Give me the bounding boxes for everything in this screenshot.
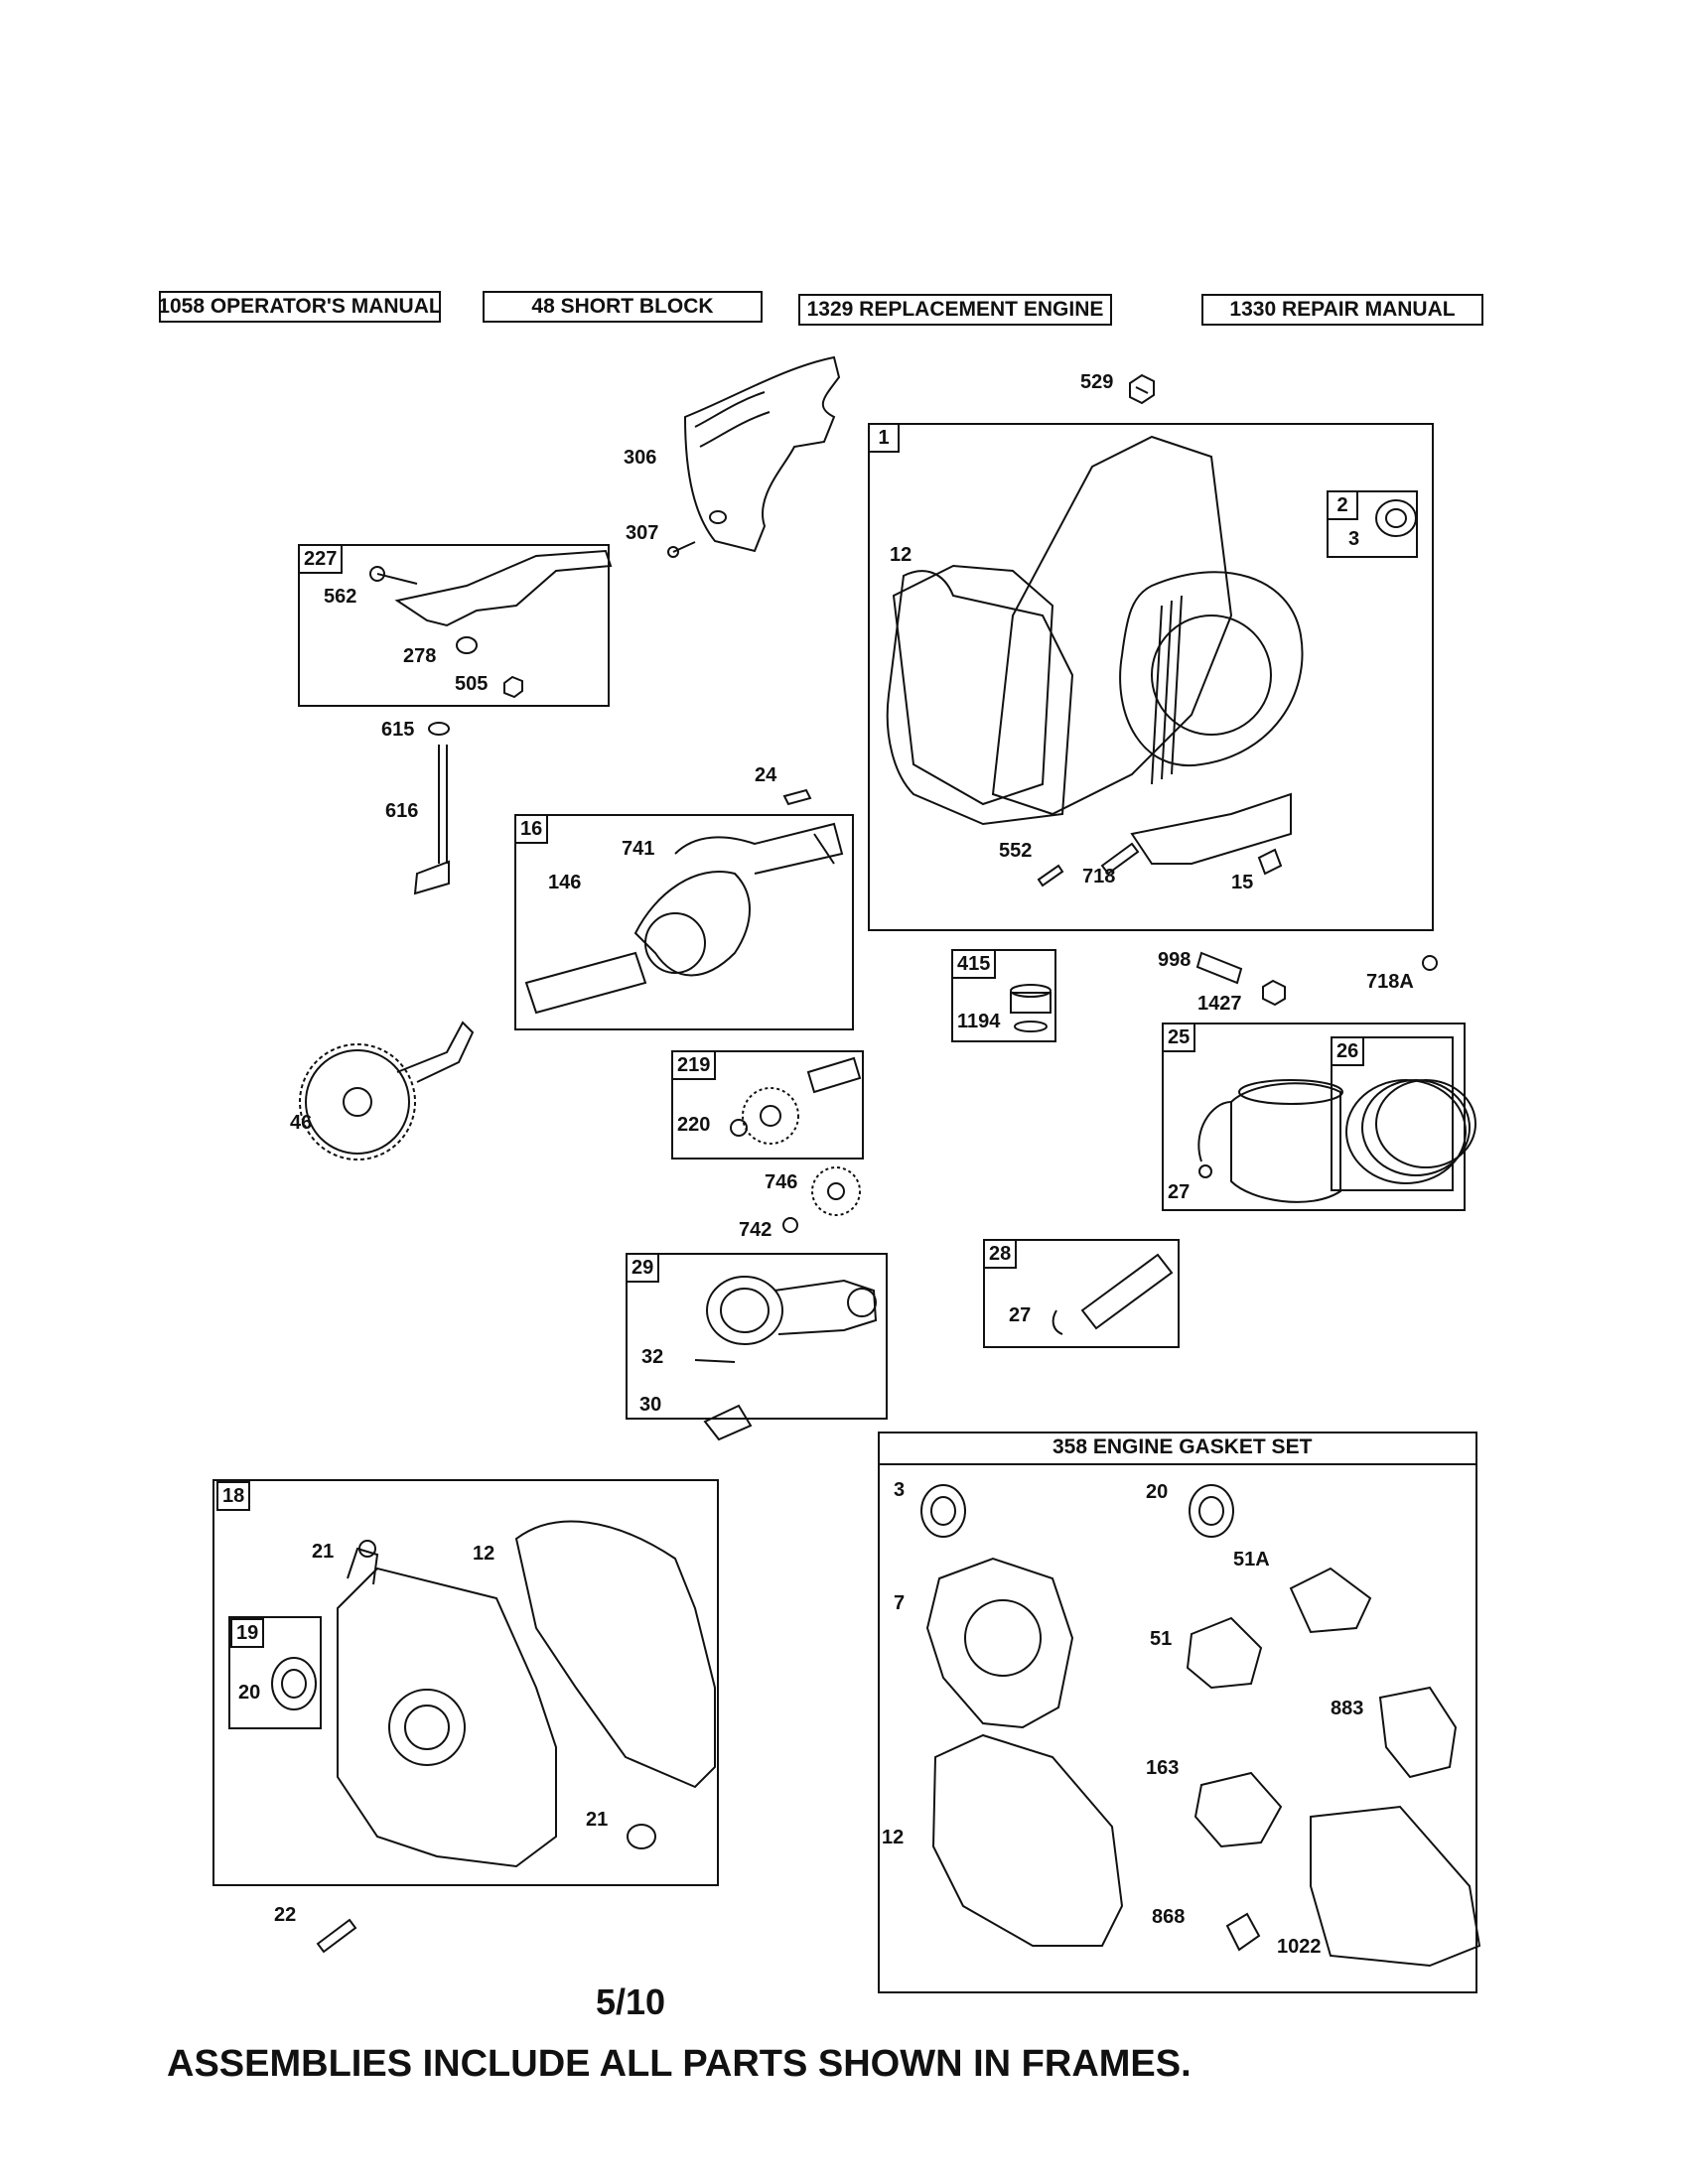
camshaft-gear-drawing [299,1021,475,1160]
part-21-top-label: 21 [312,1541,335,1563]
part-998-label: 998 [1158,949,1192,971]
part-12-label: 12 [890,544,912,566]
part-616-label: 616 [385,800,419,822]
frame-415-tag[interactable]: 415 [951,949,997,979]
part-21-bottom-label: 21 [586,1809,609,1831]
part-32-label: 32 [641,1346,664,1368]
governor-lever-drawing [369,549,613,699]
part-552-label: 552 [999,840,1033,862]
gasket-part-12-label: 12 [882,1827,905,1848]
shield-306-drawing [683,355,841,553]
frame-18-tag[interactable]: 18 [216,1481,251,1511]
frame-227 [298,544,610,707]
part-746-label: 746 [765,1171,798,1193]
part-24-label: 24 [755,764,777,786]
frame-28 [983,1239,1180,1348]
oil-seal-19-drawing [271,1657,317,1710]
frame-16-tag[interactable]: 16 [514,814,549,844]
frame-358-title-bar [878,1432,1477,1465]
part-529-label: 529 [1080,371,1114,393]
frame-19 [228,1616,322,1729]
short-block-button[interactable]: 48 SHORT BLOCK [483,291,763,323]
piston-drawing [1197,1079,1343,1203]
frame-25 [1162,1023,1466,1211]
footer-note: ASSEMBLIES INCLUDE ALL PARTS SHOWN IN FR… [167,2043,1192,2085]
part-562-label: 562 [324,586,357,608]
part-306-label: 306 [624,447,657,469]
frame-1-tag[interactable]: 1 [868,423,900,453]
crankcase-cover-drawing [316,1520,716,1954]
frame-29-tag[interactable]: 29 [626,1253,660,1283]
fittings-drawing [1195,951,1438,1007]
part-20-seal-label: 20 [238,1682,261,1704]
part-12-gasket-label: 12 [473,1543,495,1565]
governor-shaft-drawing [413,722,450,895]
gasket-part-7-label: 7 [894,1592,906,1614]
frame-28-tag[interactable]: 28 [983,1239,1018,1269]
gasket-set-title[interactable]: 358 ENGINE GASKET SET [1052,1435,1313,1458]
part-718-label: 718 [1082,866,1116,887]
gasket-part-163-label: 163 [1146,1757,1180,1779]
frame-219-tag[interactable]: 219 [671,1050,717,1080]
part-742-label: 742 [739,1219,772,1241]
gasket-part-51a-label: 51A [1233,1549,1270,1570]
frame-358 [878,1432,1477,1993]
frame-2 [1327,490,1418,558]
connecting-rod-drawing [694,1276,878,1441]
nut-529-drawing [1129,373,1155,405]
repair-manual-button[interactable]: 1330 REPAIR MANUAL [1201,294,1483,326]
piston-rings-drawing [1345,1079,1476,1184]
key-24-drawing [782,788,812,806]
balance-gear-drawing [730,1056,862,1233]
frame-1 [868,423,1434,931]
part-22-label: 22 [274,1904,297,1926]
frame-415 [951,949,1056,1042]
operators-manual-button[interactable]: 1058 OPERATOR'S MANUAL [158,291,442,323]
frame-18 [212,1479,719,1886]
piston-pin-drawing [1052,1253,1174,1335]
part-46-label: 46 [290,1112,313,1134]
part-146-label: 146 [548,872,582,893]
gasket-part-868-label: 868 [1152,1906,1186,1928]
part-1427-label: 1427 [1197,993,1242,1015]
gasket-part-3-label: 3 [894,1479,906,1501]
frame-227-tag[interactable]: 227 [298,544,344,574]
part-505-label: 505 [455,673,489,695]
gasket-part-883-label: 883 [1331,1698,1364,1719]
crankshaft-drawing [524,822,844,1015]
replacement-engine-button[interactable]: 1329 REPLACEMENT ENGINE [798,294,1112,326]
part-307-label: 307 [626,522,659,544]
dowels-drawing [1037,842,1283,887]
frame-2-tag[interactable]: 2 [1327,490,1358,520]
frame-25-tag[interactable]: 25 [1162,1023,1196,1052]
part-278-label: 278 [403,645,437,667]
part-27-label: 27 [1168,1181,1191,1203]
part-27-pin-label: 27 [1009,1304,1032,1326]
gasket-part-51-label: 51 [1150,1628,1173,1650]
plug-415-drawing [1010,984,1052,1032]
part-220-label: 220 [677,1114,711,1136]
frame-26 [1331,1036,1454,1191]
part-1194-label: 1194 [957,1011,1001,1032]
part-741-label: 741 [622,838,655,860]
frame-219 [671,1050,864,1160]
gasket-part-1022-label: 1022 [1277,1936,1322,1958]
frame-16 [514,814,854,1030]
gasket-set-drawing [920,1484,1481,1968]
part-15-label: 15 [1231,872,1254,893]
frame-29 [626,1253,888,1420]
part-3-label: 3 [1348,528,1360,550]
page-number: 5/10 [596,1981,666,2022]
part-718a-label: 718A [1366,971,1414,993]
gasket-part-20-label: 20 [1146,1481,1169,1503]
screw-307-drawing [667,541,696,558]
part-615-label: 615 [381,719,415,741]
frame-26-tag[interactable]: 26 [1331,1036,1365,1066]
part-30-label: 30 [639,1394,662,1416]
frame-19-tag[interactable]: 19 [230,1618,265,1648]
engine-block-drawing [886,435,1304,865]
